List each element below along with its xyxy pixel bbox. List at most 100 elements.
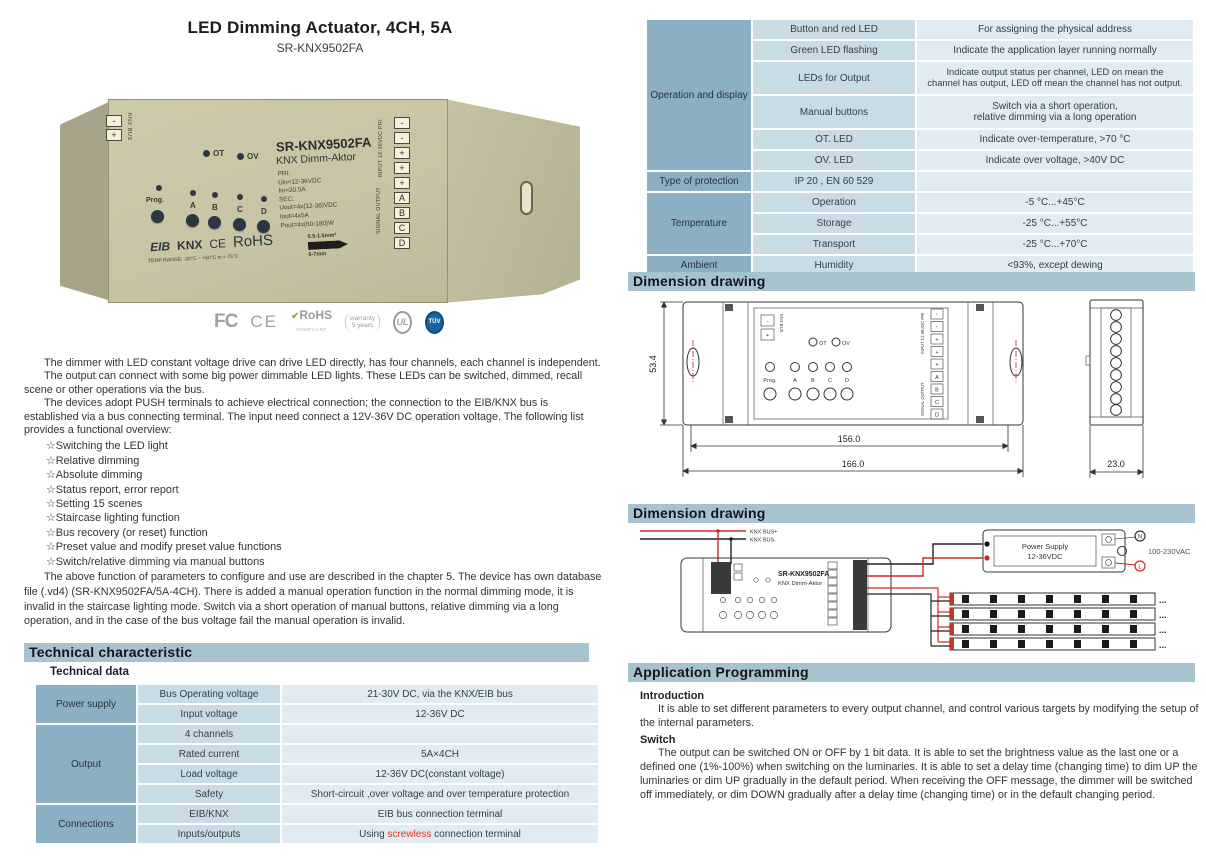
operation-display-table: Operation and display Button and red LED… <box>645 18 1195 277</box>
feature-item: ☆Switching the LED light <box>46 440 168 453</box>
input-label: INPUT 12-36VDC PRI <box>378 119 384 178</box>
power-supply-wires <box>867 541 990 577</box>
switch-heading: Switch <box>640 734 676 746</box>
table-value: 12-36V DC(constant voltage) <box>282 765 598 783</box>
channel-b-label: B <box>212 203 218 212</box>
input-terminal: + <box>394 177 410 189</box>
power-supply-label: Power Supply <box>1022 542 1069 551</box>
table-item: Safety <box>138 785 280 803</box>
ot-led <box>203 150 210 157</box>
strip-continues-dots: ... <box>1159 610 1167 620</box>
warranty-icon: warranty 5 years <box>345 312 380 332</box>
wiring-drawing-header: Dimension drawing <box>628 504 1195 523</box>
title-block: LED Dimming Actuator, 4CH, 5A SR-KNX9502… <box>0 18 640 55</box>
channel-a-button <box>186 214 199 227</box>
screwless-highlight: screwless <box>387 828 432 840</box>
depth-dimension: 23.0 <box>1107 459 1125 469</box>
actuator-model-label: SR-KNX9502FA <box>778 571 829 578</box>
svg-text:D: D <box>935 413 939 419</box>
table-value: Indicate output status per channel, LED … <box>917 62 1193 94</box>
led-strips <box>949 592 1156 651</box>
table-item: Inputs/outputs <box>138 825 280 843</box>
rohs-icon: ✔RoHS COMPLIANT <box>290 307 333 332</box>
feature-item: ☆Setting 15 scenes <box>46 498 143 511</box>
feature-item: ☆Absolute dimming <box>46 469 143 482</box>
inner-width-dimension: 156.0 <box>838 434 861 444</box>
description-paragraph: The output can connect with some big pow… <box>24 370 583 396</box>
side-view-outline <box>1085 299 1144 426</box>
strip-continues-dots: ... <box>1159 640 1167 650</box>
knx-minus-terminal: - <box>106 115 122 127</box>
technical-characteristic-header: Technical characteristic <box>24 643 589 662</box>
input-terminal: + <box>394 162 410 174</box>
svg-text:C: C <box>935 400 939 406</box>
table-value: <93%, except dewing <box>917 256 1193 275</box>
channel-d-button <box>257 220 270 233</box>
introduction-heading: Introduction <box>640 690 705 702</box>
svg-text:D: D <box>845 378 849 384</box>
table-group-label: Connections <box>36 805 136 843</box>
dimension-drawing-header: Dimension drawing <box>628 272 1195 291</box>
switch-text: The output can be switched ON or OFF by … <box>640 747 1198 801</box>
prog-led <box>156 185 162 191</box>
table-item: Rated current <box>138 745 280 763</box>
strip-continues-dots: ... <box>1159 595 1167 605</box>
table-group-label: Type of protection <box>647 172 751 191</box>
table-value: 12-36V DC <box>282 705 598 723</box>
table-value: Indicate the application layer running n… <box>917 41 1193 60</box>
table-item: LEDs for Output <box>753 62 915 94</box>
rohs-logo: RoHS <box>232 231 274 251</box>
table-item: OV. LED <box>753 151 915 170</box>
table-group-label: Temperature <box>647 193 751 254</box>
product-photo: - + KNX BUS OT OV SR-KNX9502FA KNX Dimm-… <box>60 95 580 307</box>
input-terminal: + <box>394 147 410 159</box>
wiring-diagram: KNX BUS+ KNX BUS- SR-KNX9502FA KNX Dimm-… <box>640 529 1191 651</box>
table-value: Short-circuit ,over voltage and over tem… <box>282 785 598 803</box>
input-label: INPUT 12-36VDC PRI <box>920 313 925 354</box>
svg-text:B: B <box>811 378 815 384</box>
page-subtitle: SR-KNX9502FA <box>276 41 364 55</box>
svg-text:B: B <box>935 388 939 394</box>
ce-logo: CE <box>209 236 227 252</box>
output-terminal: B <box>394 207 410 219</box>
input-terminal: - <box>394 132 410 144</box>
knx-bus-label: KNX BUS <box>126 113 132 141</box>
table-value: 5A×4CH <box>282 745 598 763</box>
rohs-leaf-icon: ✔ <box>290 310 300 322</box>
feature-item: ☆Preset value and modify preset value fu… <box>46 541 282 554</box>
output-terminal: D <box>394 237 410 249</box>
svg-text:-: - <box>933 313 939 315</box>
description-paragraph: The devices adopt PUSH terminals to achi… <box>24 397 584 437</box>
svg-text:-: - <box>933 326 939 328</box>
power-supply-outline <box>982 529 1146 573</box>
table-item: OT. LED <box>753 130 915 149</box>
page-title: LED Dimming Actuator, 4CH, 5A <box>187 18 453 37</box>
table-item: Storage <box>753 214 915 233</box>
channel-c-button <box>233 218 246 231</box>
outer-width-dimension: 166.0 <box>842 459 865 469</box>
front-view-outline <box>682 301 1024 426</box>
device-right-cap <box>446 99 580 303</box>
table-value: Indicate over-temperature, >70 °C <box>917 130 1193 149</box>
dimension-drawing: - + KNX BUS OT OV Prog. A B C D INPUT 12… <box>648 299 1144 478</box>
svg-text:+: + <box>935 350 938 356</box>
prog-button <box>151 210 164 223</box>
channel-d-label: D <box>261 207 267 216</box>
svg-text:+: + <box>766 333 769 339</box>
table-item: Bus Operating voltage <box>138 685 280 703</box>
table-value: -5 °C...+45°C <box>917 193 1193 212</box>
description-paragraph: The above function of parameters to conf… <box>24 571 602 628</box>
table-value <box>917 172 1193 191</box>
feature-item: ☆Staircase lighting function <box>46 512 180 525</box>
height-dimension: 53.4 <box>648 355 658 373</box>
ul-icon: UL <box>392 310 412 334</box>
table-value <box>282 725 598 743</box>
channel-c-label: C <box>237 205 243 214</box>
svg-text:C: C <box>828 378 832 384</box>
description-paragraph: The dimmer with LED constant voltage dri… <box>44 357 601 369</box>
table-item: Load voltage <box>138 765 280 783</box>
eib-logo: EIB <box>149 239 171 255</box>
knx-bus-label: KNX BUS <box>779 314 784 333</box>
introduction-text: It is able to set different parameters t… <box>640 703 1199 729</box>
power-supply-voltage: 12-36VDC <box>1027 552 1063 561</box>
